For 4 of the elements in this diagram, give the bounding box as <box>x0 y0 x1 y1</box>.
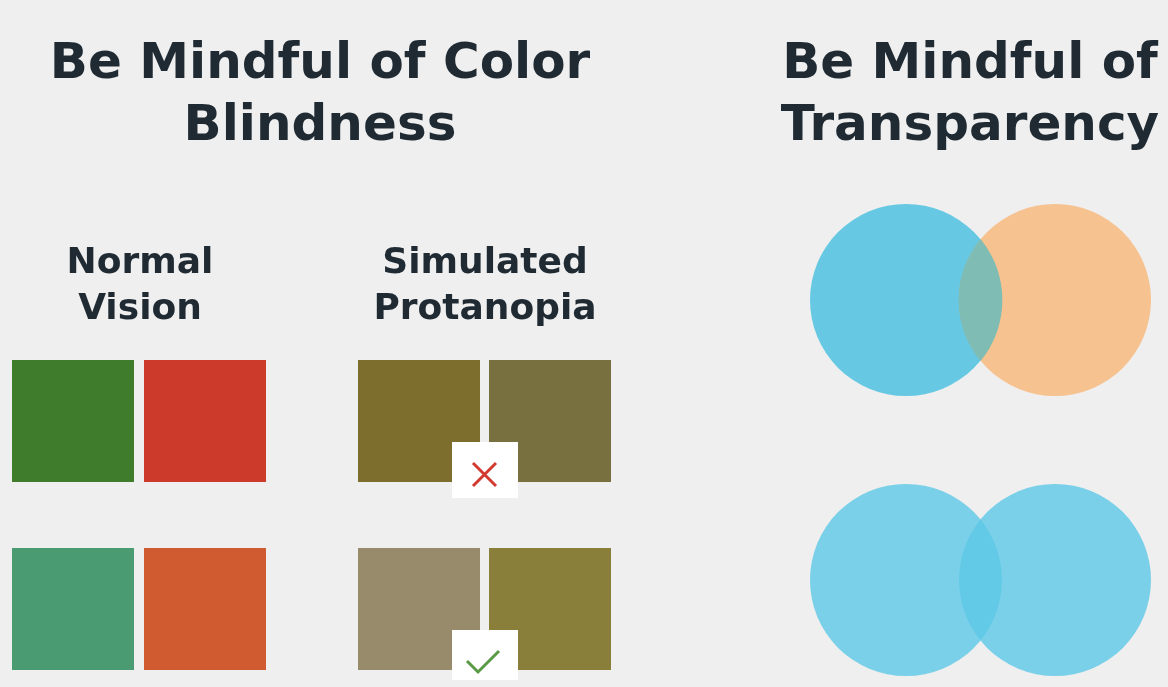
column-heading: Normal Vision <box>65 239 215 329</box>
column-heading: Simulated Protanopia <box>372 239 598 329</box>
heading: Be Mindful of Transparency <box>779 31 1161 154</box>
heading: Be Mindful of Color Blindness <box>48 31 592 154</box>
